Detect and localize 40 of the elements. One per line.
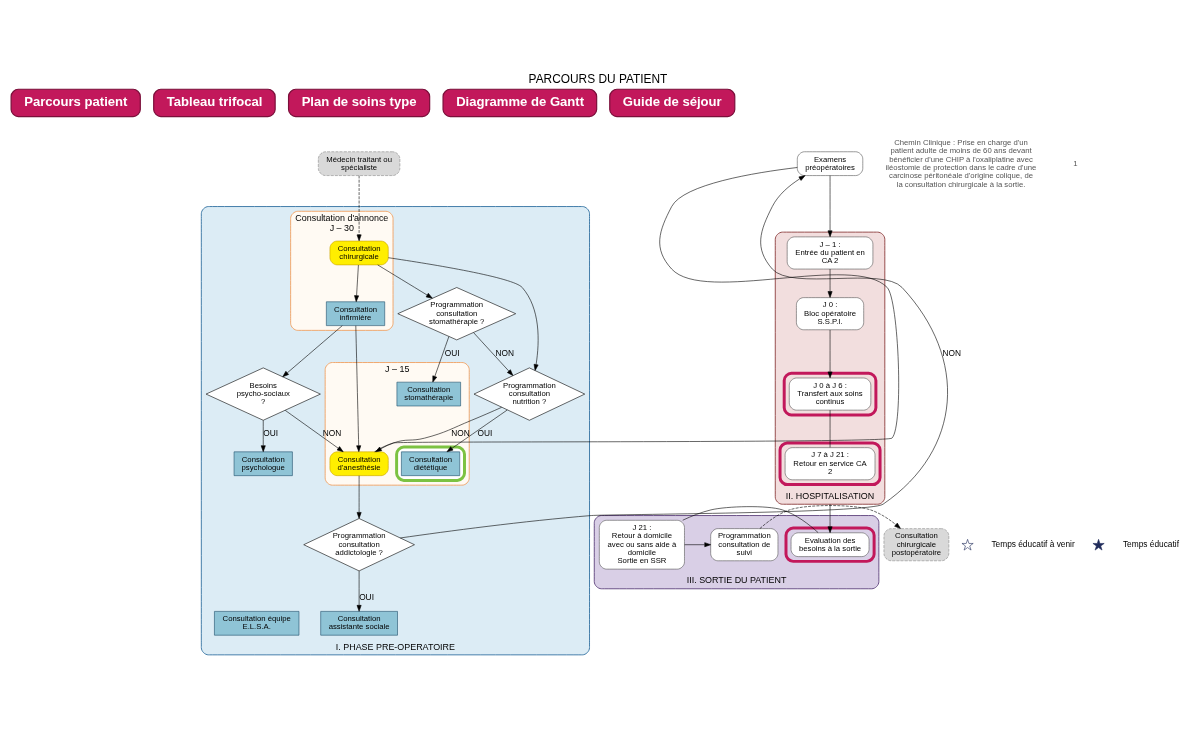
edge-label: NON xyxy=(322,427,342,438)
edge-label: NON xyxy=(451,427,470,438)
arrow xyxy=(356,475,362,519)
arrow xyxy=(432,336,450,383)
node-box: Tableau trifocal xyxy=(153,88,276,118)
arrow xyxy=(355,325,362,452)
arrow xyxy=(260,420,266,452)
arrow xyxy=(354,264,359,302)
connector xyxy=(682,506,819,533)
edge-label: OUI xyxy=(359,592,374,603)
edge-label: NON xyxy=(495,347,514,358)
arrow xyxy=(377,264,433,299)
arrow xyxy=(356,175,362,242)
arrow xyxy=(827,503,833,533)
legend-label: Temps éducatif xyxy=(1122,538,1179,549)
node-box: Diagramme de Gantt xyxy=(442,88,598,118)
node-box: Parcours patient xyxy=(10,88,141,118)
arrow xyxy=(282,325,343,378)
diagram-title: PARCOURS DU PATIENT xyxy=(528,72,668,87)
connector xyxy=(374,167,899,453)
edge-label: NON xyxy=(942,347,962,358)
edge-label: OUI xyxy=(477,427,493,438)
arrow xyxy=(356,570,362,612)
arrow xyxy=(684,542,711,548)
arrow xyxy=(388,257,539,371)
arrow xyxy=(827,175,833,238)
arrow xyxy=(827,268,833,298)
node-box: Plan de soins type xyxy=(287,88,431,118)
legend-label: Temps éducatif à venir xyxy=(991,538,1075,549)
edge-label: OUI xyxy=(444,347,460,358)
arrow xyxy=(473,332,514,376)
connector xyxy=(829,409,831,448)
cluster xyxy=(778,441,882,487)
arrow xyxy=(284,410,344,453)
arrow xyxy=(827,329,833,379)
arrow xyxy=(446,409,508,453)
arrow xyxy=(759,505,901,529)
edge-label: OUI xyxy=(263,427,279,438)
node-box: Guide de séjour xyxy=(609,88,736,118)
arrow xyxy=(375,407,502,453)
